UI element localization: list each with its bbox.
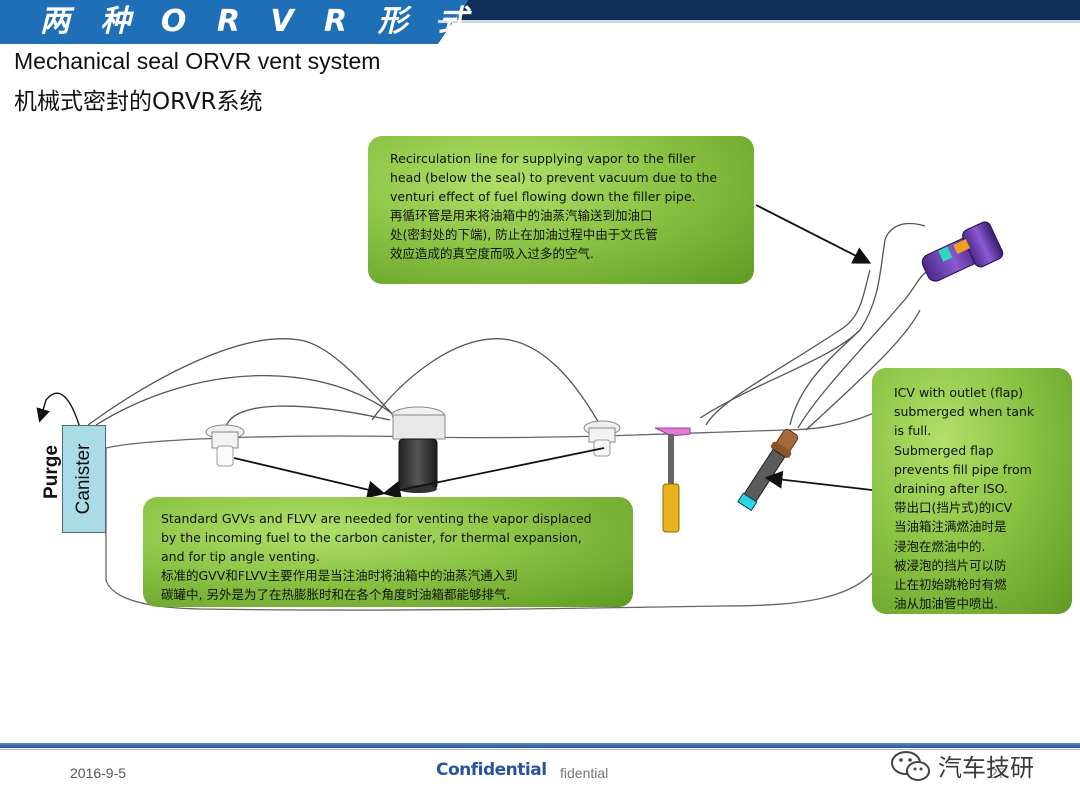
callout-line: 处(密封处的下端), 防止在加油过程中由于文氏管 bbox=[390, 227, 658, 242]
callout-line: prevents fill pipe from bbox=[894, 461, 1032, 477]
filler-pipe-line-3 bbox=[797, 269, 931, 429]
level-sender bbox=[654, 427, 691, 533]
callout-line: 止在初始跳枪时有燃 bbox=[894, 577, 1007, 593]
callout-line: is full. bbox=[894, 423, 932, 439]
icv-valve bbox=[737, 428, 799, 512]
slide-title: 两 种 O R V R 形 式 bbox=[40, 4, 479, 39]
page-number: 27 bbox=[990, 765, 1006, 781]
confidential-text: fidential bbox=[560, 765, 609, 781]
purge-arrow bbox=[36, 392, 81, 429]
callout-line: 油从加油管中喷出. bbox=[894, 596, 998, 612]
callout-line: Standard GVVs and FLVV are needed for ve… bbox=[161, 511, 592, 526]
arrow-gvv-right bbox=[382, 447, 605, 499]
arrow-gvv-left bbox=[233, 457, 386, 499]
callout-gvv-flvv: Standard GVVs and FLVV are needed for ve… bbox=[143, 497, 633, 607]
canister-label: Canister bbox=[73, 443, 94, 515]
callout-line: Recirculation line for supplying vapor t… bbox=[390, 151, 696, 166]
vent-line-3 bbox=[371, 338, 601, 426]
footer-divider-thin bbox=[0, 749, 1080, 750]
confidential-logo: Confidential bbox=[436, 760, 547, 780]
header-bar bbox=[0, 0, 1080, 44]
vent-line-4 bbox=[224, 405, 391, 431]
callout-line: 浸泡在燃油中的. bbox=[894, 538, 986, 554]
footer-date: 2016-9-5 bbox=[70, 765, 127, 781]
recirculation-line bbox=[705, 269, 871, 426]
arrow-recirculation bbox=[755, 204, 872, 264]
arrow-icv bbox=[764, 470, 873, 491]
vent-line-2 bbox=[95, 375, 401, 426]
callout-line: Submerged flap bbox=[894, 442, 994, 458]
callout-line: 当油箱注满燃油时是 bbox=[894, 519, 1007, 535]
callout-line: venturi effect of fuel flowing down the … bbox=[390, 189, 696, 204]
filler-pipe-line-2 bbox=[789, 329, 861, 426]
filler-pipe-line-1 bbox=[699, 222, 926, 419]
callout-icv: ICV with outlet (flap) submerged when ta… bbox=[872, 368, 1072, 614]
gvv-right bbox=[583, 420, 621, 457]
footer-divider bbox=[0, 743, 1080, 748]
canister: Canister bbox=[62, 425, 106, 533]
purge-label: Purge bbox=[41, 445, 62, 499]
callout-line: 被浸泡的挡片可以防 bbox=[894, 557, 1007, 573]
watermark-text: 汽车技研 bbox=[938, 754, 1034, 782]
callout-recirculation: Recirculation line for supplying vapor t… bbox=[368, 136, 754, 284]
subtitle-english: Mechanical seal ORVR vent system bbox=[14, 48, 381, 74]
filler-neck bbox=[921, 221, 1004, 282]
filler-pipe-line-4 bbox=[805, 309, 921, 431]
callout-line: draining after ISO. bbox=[894, 481, 1008, 497]
gvv-left bbox=[205, 424, 245, 467]
callout-line: 再循环管是用来将油箱中的油蒸汽输送到加油口 bbox=[390, 208, 653, 223]
subtitle-chinese: 机械式密封的ORVR系统 bbox=[14, 89, 263, 115]
callout-line: 碳罐中, 另外是为了在热膨胀时和在各个角度时油箱都能够排气. bbox=[161, 587, 511, 602]
watermark: 汽车技研 bbox=[890, 748, 1034, 783]
callout-line: 带出口(挡片式)的ICV bbox=[894, 500, 1013, 516]
flvv-center bbox=[391, 406, 446, 493]
callout-line: head (below the seal) to prevent vacuum … bbox=[390, 170, 718, 185]
callout-line: by the incoming fuel to the carbon canis… bbox=[161, 530, 582, 545]
callout-line: ICV with outlet (flap) bbox=[894, 385, 1024, 400]
wechat-icon bbox=[891, 750, 930, 781]
callout-line: and for tip angle venting. bbox=[161, 549, 320, 564]
callout-line: 效应造成的真空度而吸入过多的空气. bbox=[390, 246, 594, 261]
callout-line: submerged when tank bbox=[894, 404, 1035, 420]
callout-line: 标准的GVV和FLVV主要作用是当注油时将油箱中的油蒸汽通入到 bbox=[161, 568, 518, 583]
vent-line-1 bbox=[87, 338, 399, 426]
